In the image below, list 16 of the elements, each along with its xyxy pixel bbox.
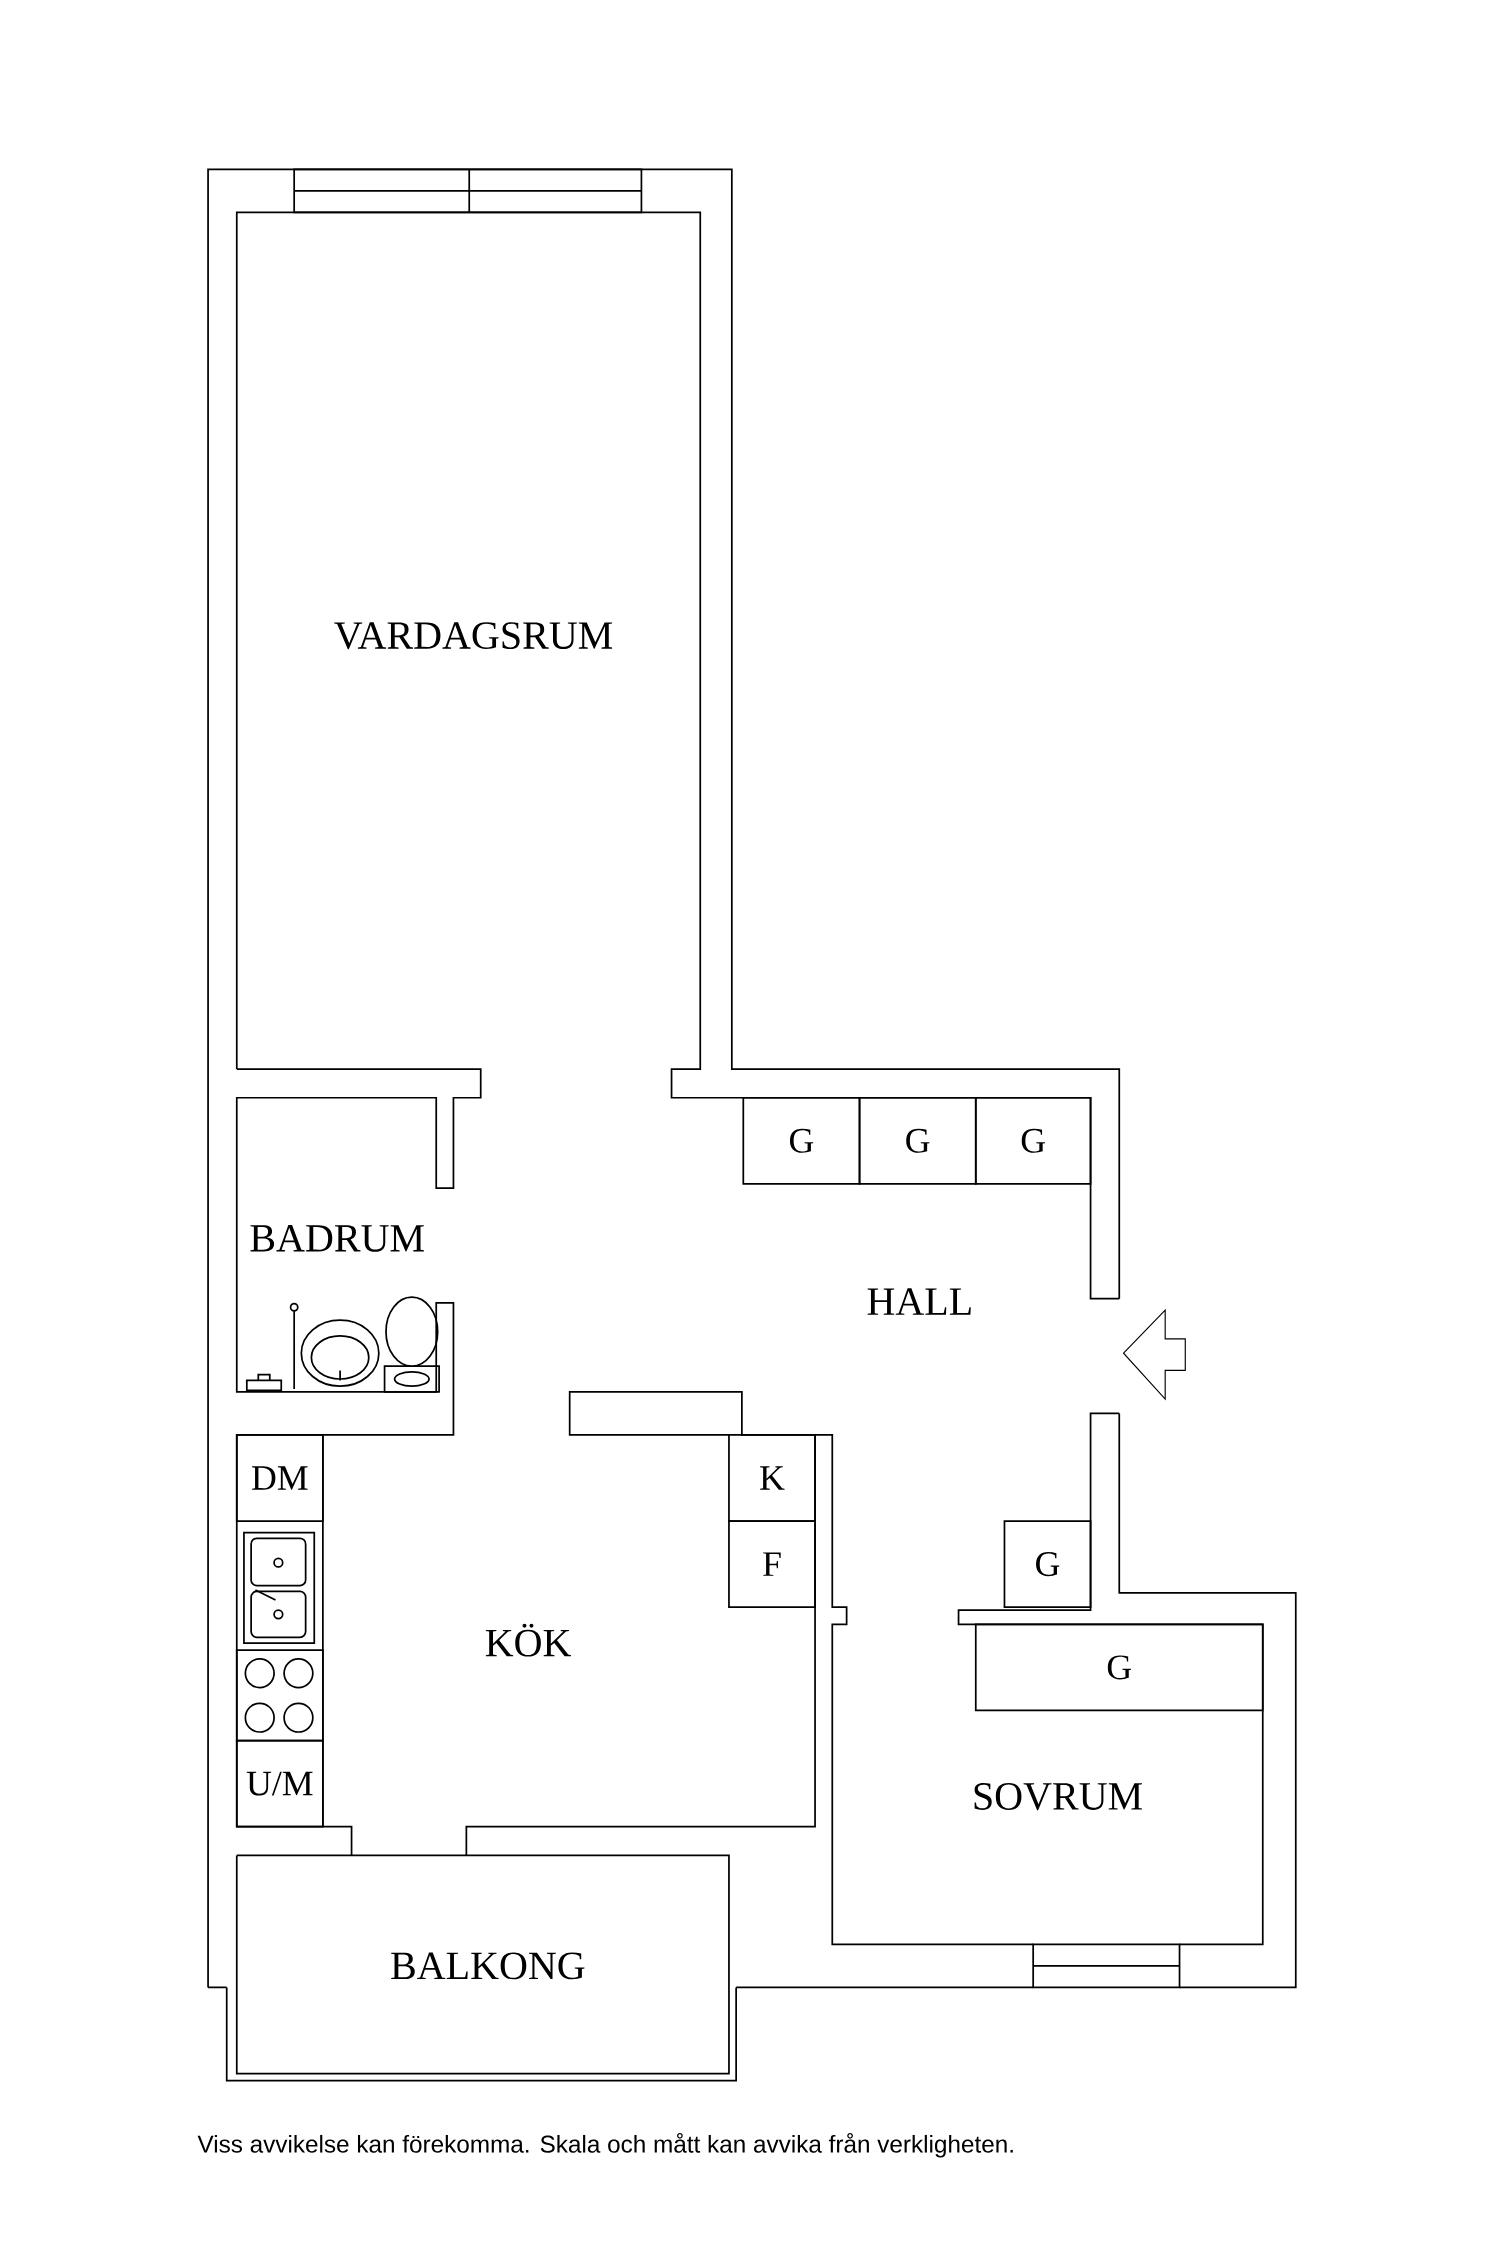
- storage-box: G: [975, 1096, 1092, 1185]
- storage-box: G: [858, 1096, 977, 1185]
- storage-box: G: [742, 1096, 861, 1185]
- storage-box: K: [728, 1434, 817, 1522]
- caption: Viss avvikelse kan förekomma. Skala och mått kan avvika från verkligheten.: [197, 2132, 1013, 2158]
- storage-box: G: [975, 1623, 1264, 1712]
- storage-box: G: [1003, 1520, 1092, 1608]
- room-label: SOVRUM: [974, 1783, 1143, 1811]
- storage-box: DM: [236, 1434, 324, 1522]
- storage-box: F: [728, 1520, 817, 1608]
- room-label: HALL: [867, 1288, 971, 1315]
- room-label: BALKONG: [391, 1952, 585, 1980]
- storage-box: U/M: [236, 1739, 324, 1828]
- room-label: KÖK: [486, 1623, 572, 1657]
- room-label: BADRUM: [250, 1225, 425, 1252]
- room-label: VARDAGSRUM: [334, 622, 613, 650]
